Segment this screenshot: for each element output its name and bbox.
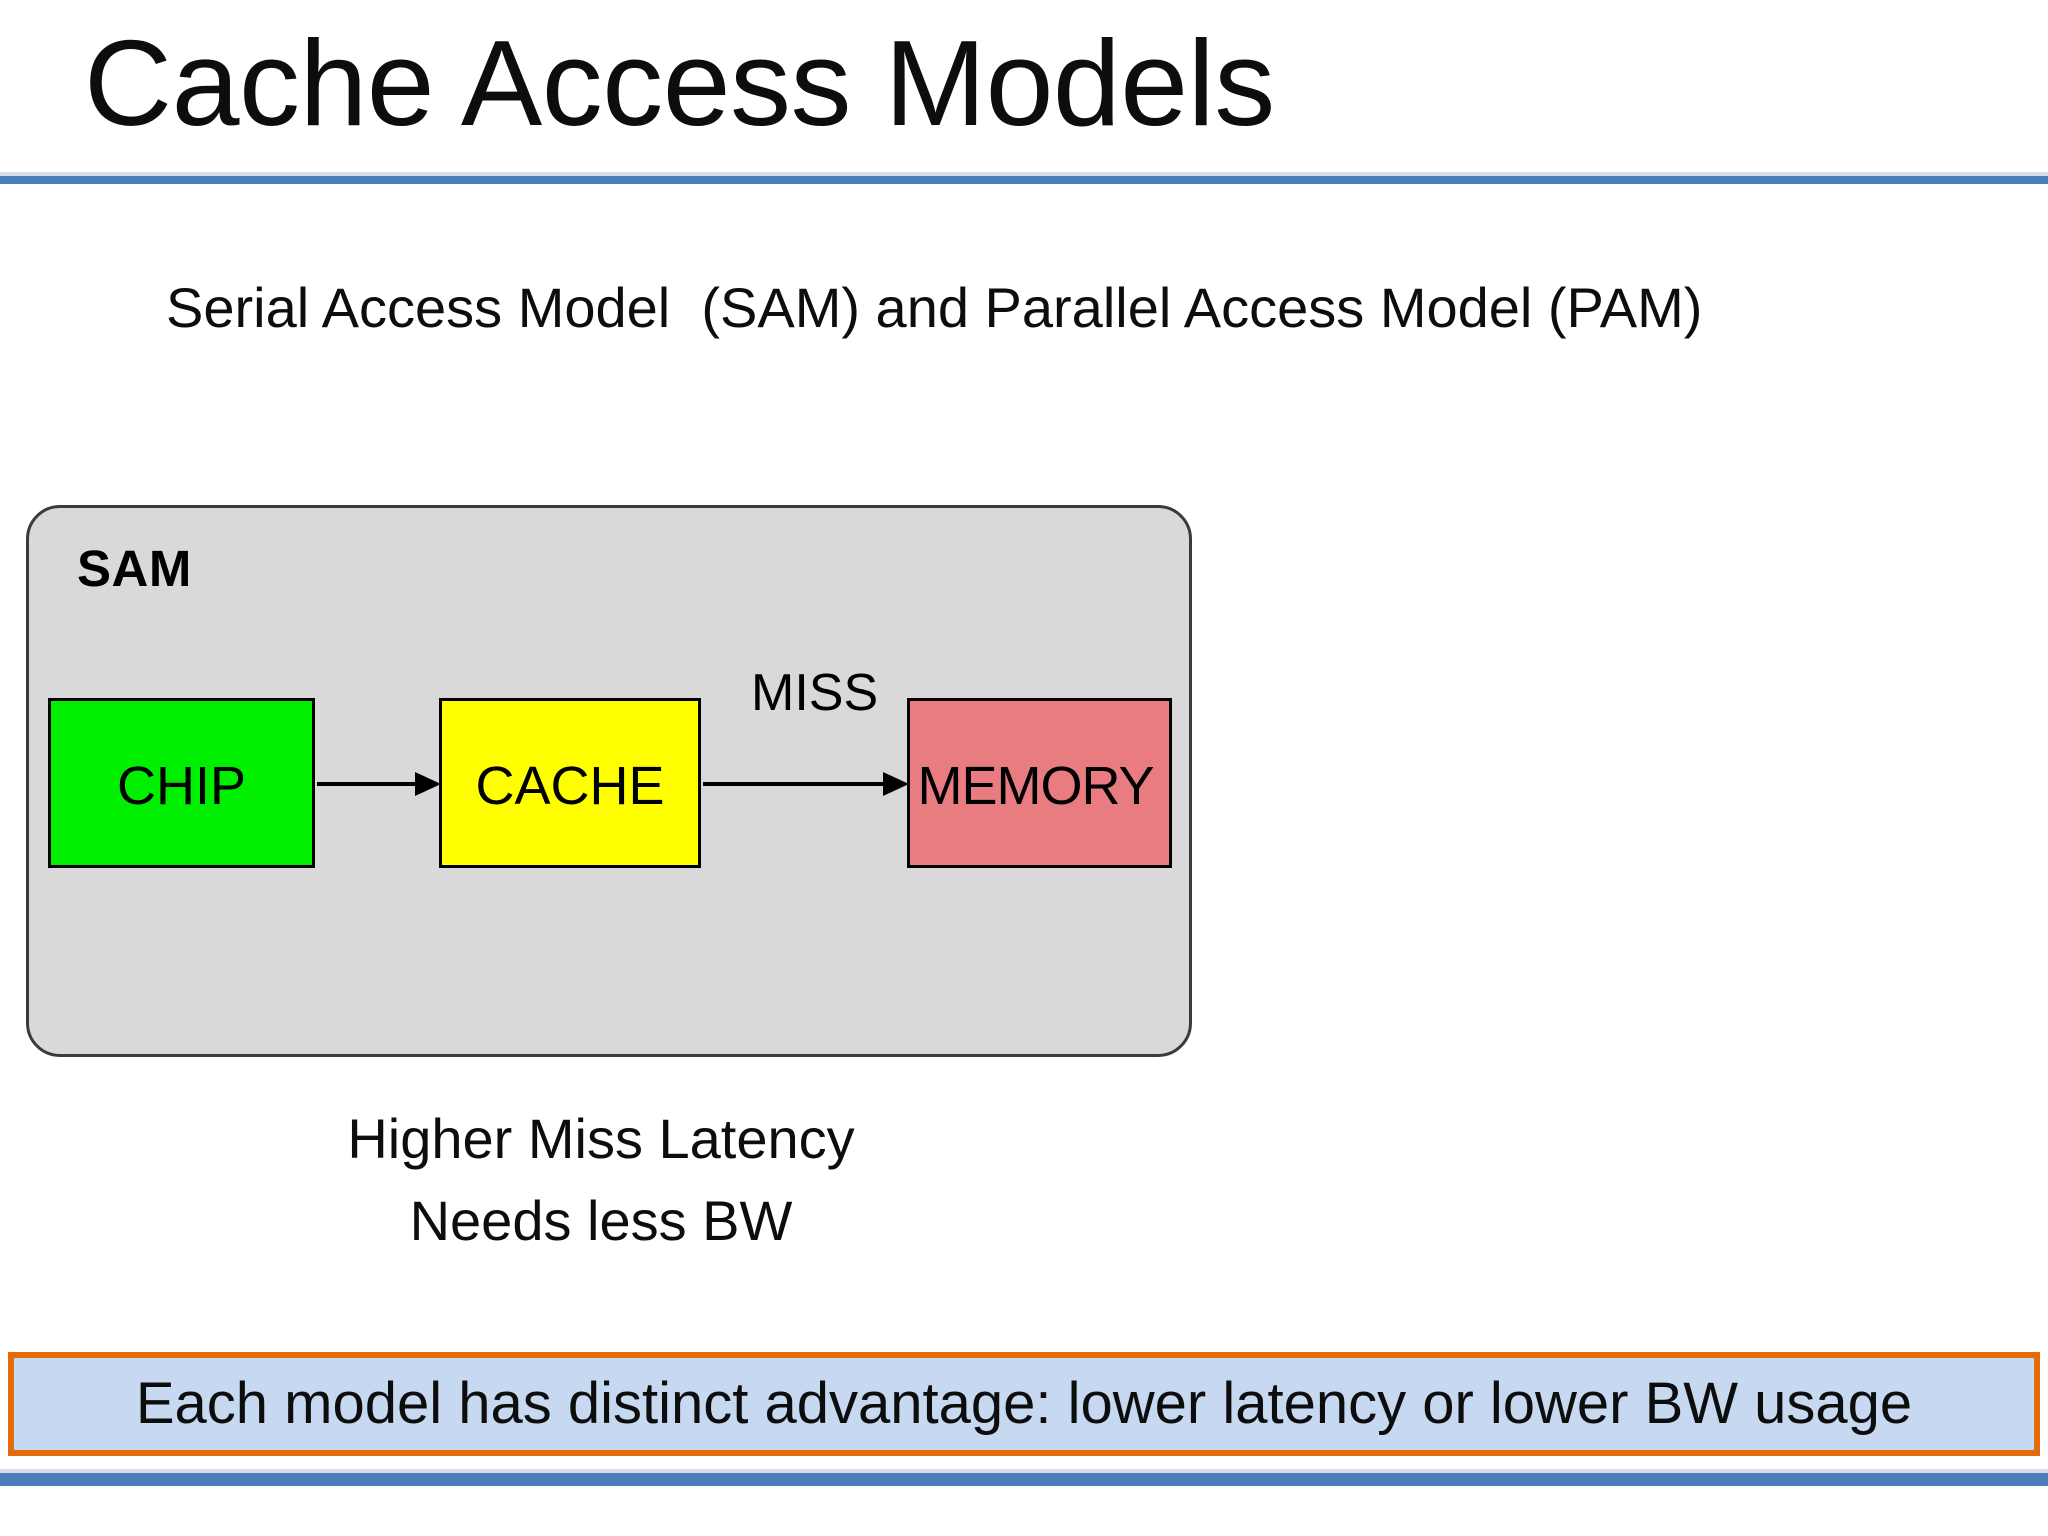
- bottom-divider-blue-band: [0, 1473, 2048, 1486]
- title-divider-blue-band: [0, 176, 2048, 184]
- flow-node-cache-label: CACHE: [475, 756, 665, 816]
- arrow-chip-to-cache-icon: [317, 772, 441, 796]
- title-divider: [0, 172, 2048, 184]
- diagram-caption-line-1: Higher Miss Latency: [347, 1107, 855, 1170]
- edge-label-miss: MISS: [751, 664, 879, 722]
- arrow-cache-to-memory-icon: [703, 772, 909, 796]
- page-title: Cache Access Models: [84, 15, 1275, 151]
- flow-node-memory: MEMORY: [907, 698, 1172, 868]
- bottom-divider-light-band: [0, 1469, 2048, 1473]
- arrow-shaft: [317, 782, 417, 786]
- bottom-divider: [0, 1469, 2048, 1486]
- flow-node-memory-label: MEMORY: [917, 756, 1154, 816]
- flow-node-chip-label: CHIP: [116, 756, 246, 816]
- title-divider-light-band: [0, 172, 2048, 176]
- sam-diagram-panel: SAM CHIP CACHE MISS MEMORY: [26, 505, 1192, 1057]
- sam-panel-label: SAM: [77, 540, 192, 597]
- diagram-caption-line-2: Needs less BW: [409, 1189, 793, 1252]
- subtitle-text: Serial Access Model (SAM) and Parallel A…: [166, 276, 1703, 339]
- arrow-head: [415, 772, 441, 796]
- flow-node-chip: CHIP: [48, 698, 315, 868]
- arrow-shaft: [703, 782, 885, 786]
- flow-node-cache: CACHE: [439, 698, 701, 868]
- diagram-caption: Higher Miss Latency Needs less BW: [26, 1098, 1176, 1262]
- arrow-head: [883, 772, 909, 796]
- callout-banner: Each model has distinct advantage: lower…: [8, 1352, 2040, 1456]
